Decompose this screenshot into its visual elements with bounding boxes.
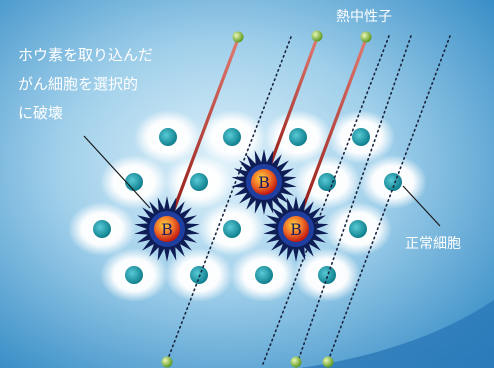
neutron-particle-icon (322, 356, 334, 368)
neutron-path-line (262, 35, 390, 365)
normal-cell-label: 正常細胞 (405, 236, 461, 252)
normal-cell-icon (327, 110, 395, 164)
neutron-path-line (165, 36, 292, 365)
cancer-cell-label: ホウ素を取り込んだ がん細胞を選択的 に破壊 (18, 41, 153, 128)
cancer-label-leader (83, 135, 151, 209)
neutron-particle-icon (290, 356, 302, 368)
cancer-label-line-2: がん細胞を選択的 (18, 75, 139, 93)
normal-cell-icon (198, 110, 266, 164)
neutron-path-line (296, 35, 412, 365)
normal-cell-icon (198, 202, 266, 256)
cancer-label-line-3: に破壊 (18, 104, 64, 122)
neutron-particle-icon (360, 31, 372, 43)
thermal-neutron-label: 熱中性子 (336, 9, 392, 25)
neutron-beam (165, 37, 240, 230)
boron-atom-icon: B (154, 216, 180, 242)
normal-cell-icon (324, 202, 392, 256)
neutron-particle-icon (161, 356, 173, 368)
normal-cell-icon (165, 155, 233, 209)
normal-label-leader (402, 185, 441, 227)
boron-symbol: B (161, 220, 173, 239)
neutron-beam (293, 37, 368, 231)
neutron-beam (262, 36, 319, 184)
boron-symbol: B (258, 173, 270, 192)
neutron-path-line (326, 35, 451, 365)
normal-cell-icon (293, 155, 361, 209)
normal-cell-icon (264, 110, 332, 164)
boron-atom-icon: B (251, 169, 277, 195)
normal-cell-icon (230, 248, 298, 302)
boron-symbol: B (290, 220, 302, 239)
cancer-label-line-1: ホウ素を取り込んだ (18, 46, 154, 64)
neutron-particle-icon (232, 31, 244, 43)
neutron-particle-icon (311, 30, 323, 42)
normal-cell-icon (293, 248, 361, 302)
normal-cell-icon (100, 248, 168, 302)
boron-atom-icon: B (283, 216, 309, 242)
background-swoosh (300, 300, 494, 368)
normal-cell-icon (134, 110, 202, 164)
normal-cell-icon (165, 248, 233, 302)
normal-cell-icon (68, 202, 136, 256)
normal-cell-icon (100, 155, 168, 209)
